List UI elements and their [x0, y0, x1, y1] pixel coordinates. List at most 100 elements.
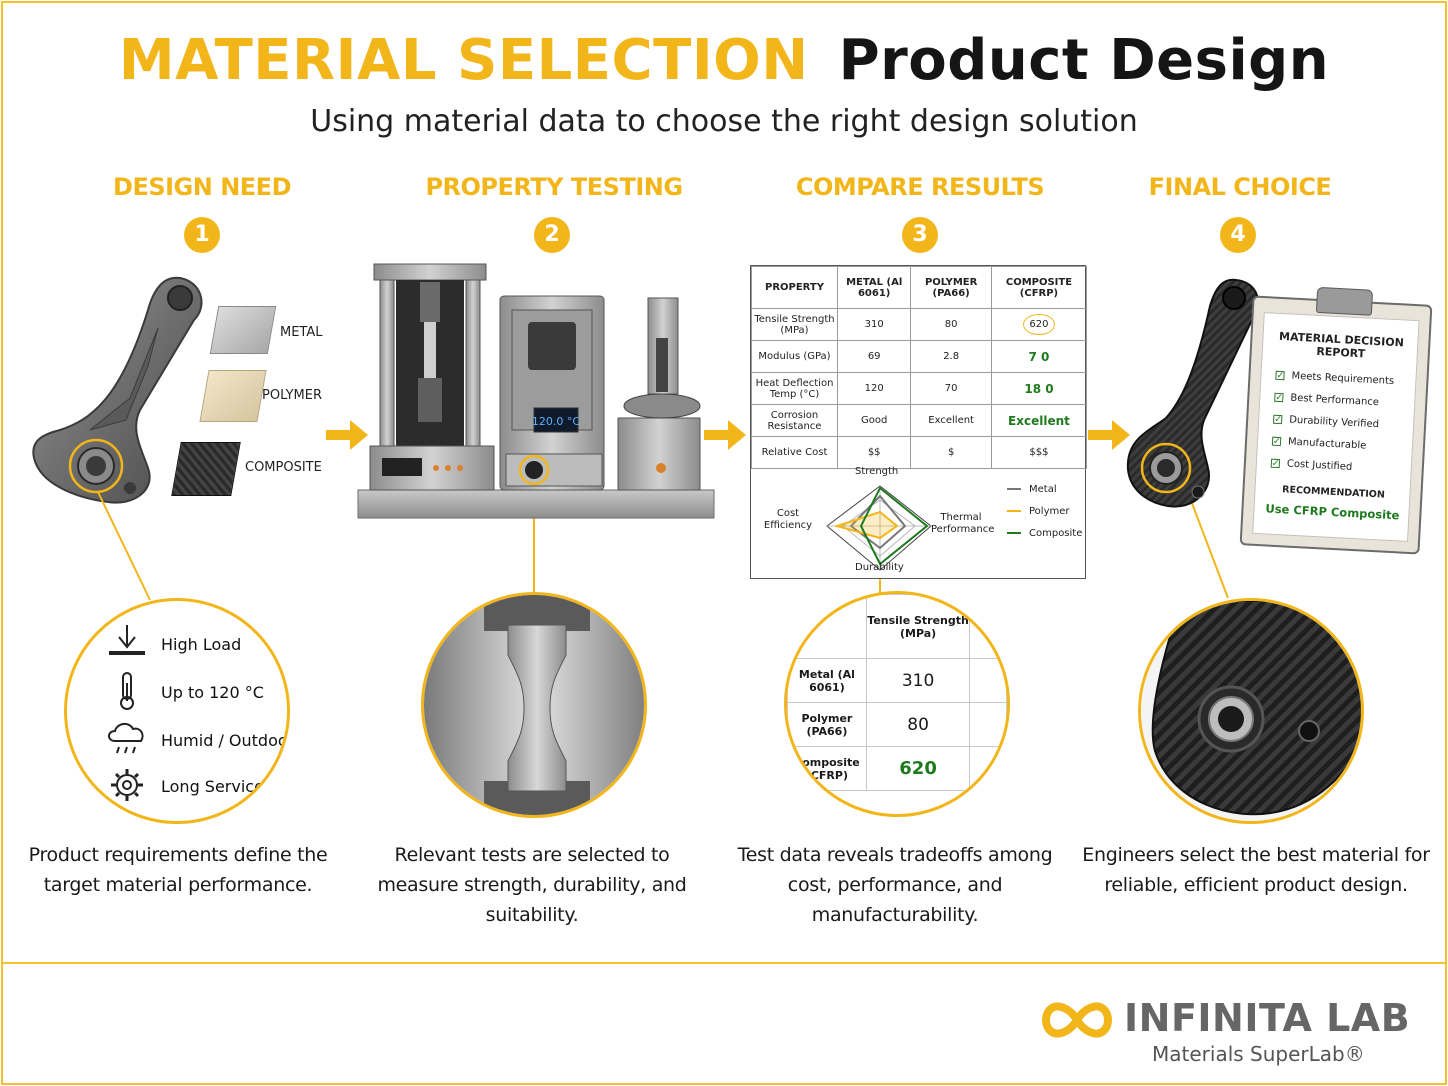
arrow-right-icon	[1088, 420, 1130, 450]
table-cell: 18 0	[990, 372, 1088, 405]
table-cell: 2.8	[910, 340, 992, 373]
report-check-item: ✓ Best Performance	[1274, 392, 1379, 408]
table-cell: Good	[836, 404, 912, 437]
legend-label: Metal	[1029, 484, 1057, 495]
metal-bracket-illustration	[32, 276, 203, 504]
table-header: METAL (Al 6061)	[836, 266, 912, 309]
legend-label: Composite	[1029, 528, 1083, 539]
legend-swatch	[1007, 510, 1021, 512]
radar-series-polymer	[833, 510, 899, 540]
instrument-display-text: 120.0 °C	[532, 415, 580, 428]
clipboard-clip	[1315, 286, 1374, 316]
table-cell: 70	[910, 372, 992, 405]
table-row: Metal (Al 6061) 310	[787, 658, 1007, 703]
table-cell: 620	[990, 308, 1088, 341]
table-header: Tensile Strength (MPa)	[865, 594, 971, 659]
material-label-polymer: POLYMER	[262, 388, 322, 403]
decision-report: MATERIAL DECISION REPORT ✓Meets Requirem…	[1252, 312, 1420, 542]
table-header: PROPERTY	[751, 266, 838, 309]
requirements-zoom: High Load Up to 120 °C Humid / Outdoor L…	[64, 598, 290, 824]
table-header: POLYMER (PA66)	[910, 266, 992, 309]
table-cell: Corrosion Resistance	[751, 404, 838, 437]
table-cell: 120	[836, 372, 912, 405]
radar-series-metal	[849, 494, 907, 550]
legend-swatch	[1007, 488, 1021, 490]
step-3-number: 3	[902, 217, 938, 253]
highlight-circle: 620	[1023, 314, 1055, 335]
table-row: Corrosion Resistance Good Excellent Exce…	[751, 404, 1088, 437]
table-cell: 310	[836, 308, 912, 341]
table-cell	[969, 702, 1007, 747]
radar-chart	[826, 485, 932, 571]
table-row: Composite (CFRP) 620	[787, 746, 1007, 791]
arrow-right-icon	[326, 420, 368, 450]
requirement-label: Up to 120 °C	[161, 683, 264, 702]
zoom-table: Tensile Strength (MPa) Metal (Al 6061) 3…	[787, 594, 1007, 791]
step-4-title: FINAL CHOICE	[1148, 173, 1332, 201]
table-cell	[969, 746, 1007, 791]
table-cell: Relative Cost	[751, 436, 838, 469]
table-row: Heat Deflection Temp (°C) 120 70 18 0	[751, 372, 1088, 405]
table-cell	[787, 594, 867, 659]
brand-logo: INFINITA LAB Materials SuperLab®	[1040, 996, 1410, 1066]
table-cell: Excellent	[910, 404, 992, 437]
rain-cloud-icon	[108, 723, 144, 754]
table-cell: Composite (CFRP)	[787, 746, 867, 791]
tensile-specimen-illustration	[424, 595, 644, 815]
table-cell: Heat Deflection Temp (°C)	[751, 372, 838, 405]
brand-tagline: Materials SuperLab®	[1152, 1042, 1365, 1066]
requirement-label: Long Service Life	[161, 777, 290, 796]
step-2-caption: Relevant tests are selected to measure s…	[377, 844, 687, 926]
step-1-title: DESIGN NEED	[113, 173, 291, 201]
recommendation-value: Use CFRP Composite	[1265, 501, 1400, 523]
table-cell: 310	[865, 658, 971, 703]
carbon-detail-zoom	[1138, 598, 1364, 824]
step-4-caption: Engineers select the best material for r…	[1082, 844, 1430, 896]
table-cell: 7 0	[990, 340, 1088, 373]
gear-icon	[111, 769, 143, 801]
material-label-metal: METAL	[280, 325, 323, 340]
step-1-number: 1	[184, 217, 220, 253]
table-row: Modulus (GPa) 69 2.8 7 0	[751, 340, 1088, 373]
load-arrow-icon	[109, 625, 145, 655]
brand-name: INFINITA LAB	[1124, 996, 1411, 1040]
legend-item-composite: Composite	[1007, 528, 1082, 539]
thermometer-icon	[120, 672, 134, 710]
radar-series-composite	[859, 486, 929, 566]
checkbox-checked-icon: ✓	[1274, 392, 1284, 403]
table-cell: $$$	[990, 436, 1088, 469]
check-label: Best Performance	[1290, 392, 1380, 409]
step-4-number: 4	[1220, 217, 1256, 253]
step-2-number: 2	[534, 217, 570, 253]
radar-axis-label: Strength	[855, 466, 899, 477]
table-detail-zoom: Tensile Strength (MPa) Metal (Al 6061) 3…	[784, 591, 1010, 817]
legend-label: Polymer	[1029, 506, 1070, 517]
table-cell: 80	[865, 702, 971, 747]
checkbox-checked-icon: ✓	[1270, 458, 1281, 469]
infinity-icon	[1042, 1002, 1112, 1038]
table-cell	[969, 658, 1007, 703]
check-label: Manufacturable	[1287, 436, 1367, 452]
step-3-title: COMPARE RESULTS	[795, 173, 1045, 201]
arrow-right-icon	[704, 420, 746, 450]
step-3-caption: Test data reveals tradeoffs among cost, …	[737, 844, 1053, 926]
page-subtitle: Using material data to choose the right …	[310, 104, 1138, 139]
comparison-table: PROPERTY METAL (Al 6061) POLYMER (PA66) …	[751, 266, 1088, 469]
footer-divider	[2, 962, 1446, 964]
title-highlight: MATERIAL SELECTION	[118, 28, 809, 93]
report-check-item: ✓Meets Requirements	[1275, 370, 1394, 387]
carbon-bracket-illustration	[1126, 278, 1260, 508]
decision-report-clipboard: MATERIAL DECISION REPORT ✓Meets Requirem…	[1239, 286, 1433, 555]
table-cell: Polymer (PA66)	[787, 702, 867, 747]
report-check-item: ✓Cost Justified	[1270, 458, 1352, 473]
table-row: Tensile Strength (MPa) 310 80 620	[751, 308, 1088, 341]
legend-item-metal: Metal	[1007, 484, 1057, 495]
testing-machines-illustration: 120.0 °C	[357, 263, 715, 519]
recommendation-label: RECOMMENDATION	[1281, 484, 1386, 501]
step-1-caption: Product requirements define the target m…	[28, 844, 328, 896]
table-cell	[969, 594, 1007, 659]
comparison-panel: PROPERTY METAL (Al 6061) POLYMER (PA66) …	[750, 265, 1088, 579]
checkbox-checked-icon: ✓	[1273, 414, 1283, 425]
